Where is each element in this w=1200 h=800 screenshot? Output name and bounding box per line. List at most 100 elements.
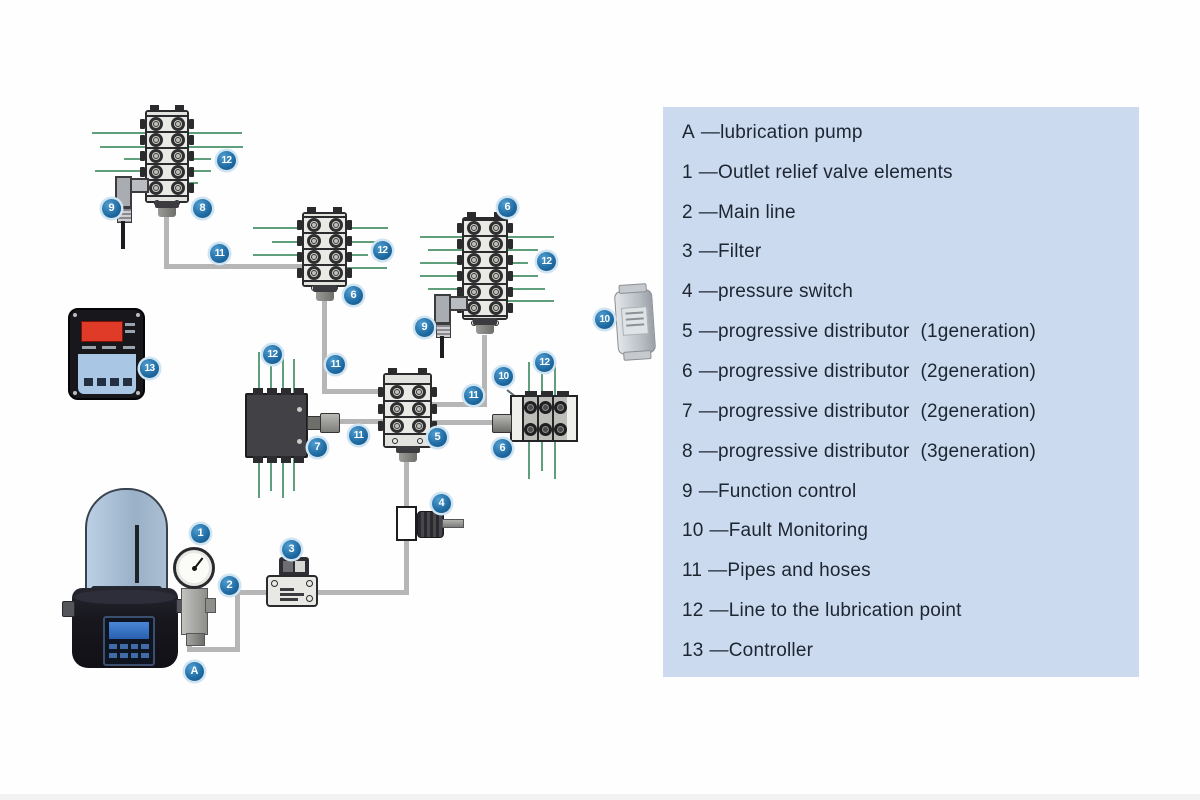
fitting-icon [489,221,503,236]
legend-row: 12—Line to the lubrication point [682,600,1133,622]
legend-dash: — [698,360,718,382]
badge-12: 12 [535,353,554,372]
legend-dash: — [698,281,718,303]
lubrication-line [541,442,543,471]
legend-item-label: Outlet relief valve elements [717,161,953,183]
side-fitting [492,414,512,433]
sensor-label [620,306,649,336]
lubrication-line [428,288,462,290]
pump-rim [74,590,176,604]
lubrication-line [293,359,295,393]
pressure-switch-plug [417,511,444,538]
pipe-segment [164,264,304,269]
legend-item-label: progressive distributor (2generation) [717,360,1037,382]
legend-dash: — [709,520,729,542]
badge-5: 5 [428,428,447,447]
fitting-icon [467,301,481,316]
fitting-icon [171,116,185,131]
fitting-icon [489,301,503,316]
outlet-fitting [473,318,497,334]
lubrication-line [428,249,462,251]
lubrication-line [347,241,378,243]
lubrication-line [189,132,242,134]
badge-6: 6 [493,439,512,458]
legend-item-label: pressure switch [717,281,853,303]
gauge-center [191,565,197,571]
filter-label-text [280,588,294,591]
port-nub [253,388,263,395]
fitting-icon [553,401,567,415]
pipe-main-line [235,590,240,652]
legend-row: 10—Fault Monitoring [682,520,1133,542]
legend-item-label: Fault Monitoring [728,520,869,542]
legend-dash: — [698,480,718,502]
lubrication-line [92,132,145,134]
controller-button [125,323,135,326]
lubrication-line [347,254,368,256]
badge-9: 9 [102,199,121,218]
legend-item-number: 5 [682,321,693,343]
legend-row: 1—Outlet relief valve elements [682,162,1133,184]
progressive-distributor-6-right [510,391,578,442]
progressive-distributor-5 [378,368,437,462]
distributor-row [378,416,437,433]
legend-dash: — [708,560,728,582]
legend-item-label: progressive distributor (1generation) [717,321,1037,343]
port-nub [294,456,304,463]
lubrication-line [554,362,556,395]
lubrication-line [420,262,462,264]
fitting-icon [489,269,503,284]
valve-side-port [205,598,216,613]
fitting-icon [523,422,537,436]
legend-row: 4—pressure switch [682,281,1133,303]
distributor-row [378,385,437,400]
badge-13: 13 [140,359,159,378]
badge-12: 12 [263,345,282,364]
distributor-row [297,232,352,249]
legend-dash: — [709,639,729,661]
fitting-icon [171,148,185,163]
badge-10: 10 [494,367,513,386]
port-nub [281,388,291,395]
pressure-gauge [173,547,215,589]
progressive-distributor-6-mid [297,206,352,301]
port-nub [557,391,569,397]
lubrication-line [189,146,243,148]
end-cap [512,397,522,440]
fitting-icon [467,269,481,284]
fitting-icon [306,266,321,281]
lubrication-line [124,158,145,160]
keypad-icon [123,378,132,386]
distributor-rows [457,221,513,316]
distributor-row [140,178,194,195]
lubrication-line [528,362,530,395]
port-nub [294,388,304,395]
fitting-icon [171,180,185,195]
legend-panel: A—lubrication pump 1—Outlet relief valve… [663,107,1139,677]
fitting-icon [149,116,163,131]
distributor-row [297,248,352,265]
legend-item-number: 3 [682,241,693,263]
legend-dash: — [700,121,721,143]
screw-icon [136,313,140,317]
legend-item-number: 7 [682,400,693,422]
lubrication-line [253,254,302,256]
lubrication-line [272,241,302,243]
distributor-module [551,397,567,440]
badge-6: 6 [344,286,363,305]
fitting-icon [538,401,552,415]
lubrication-line [541,367,543,395]
legend-item-number: 8 [682,440,693,462]
legend-dash: — [709,600,729,622]
pump-reservoir [85,488,168,600]
legend-item-number: A [682,121,695,143]
legend-item-label: progressive distributor (3generation) [717,440,1037,462]
fault-monitor-sensor [613,283,657,361]
fitting-icon [411,418,426,433]
progressive-distributor-6-tall [457,210,513,334]
lubrication-line [508,236,554,238]
filter-body [266,575,318,607]
legend-item-number: 6 [682,360,693,382]
legend-dash: — [698,161,718,183]
